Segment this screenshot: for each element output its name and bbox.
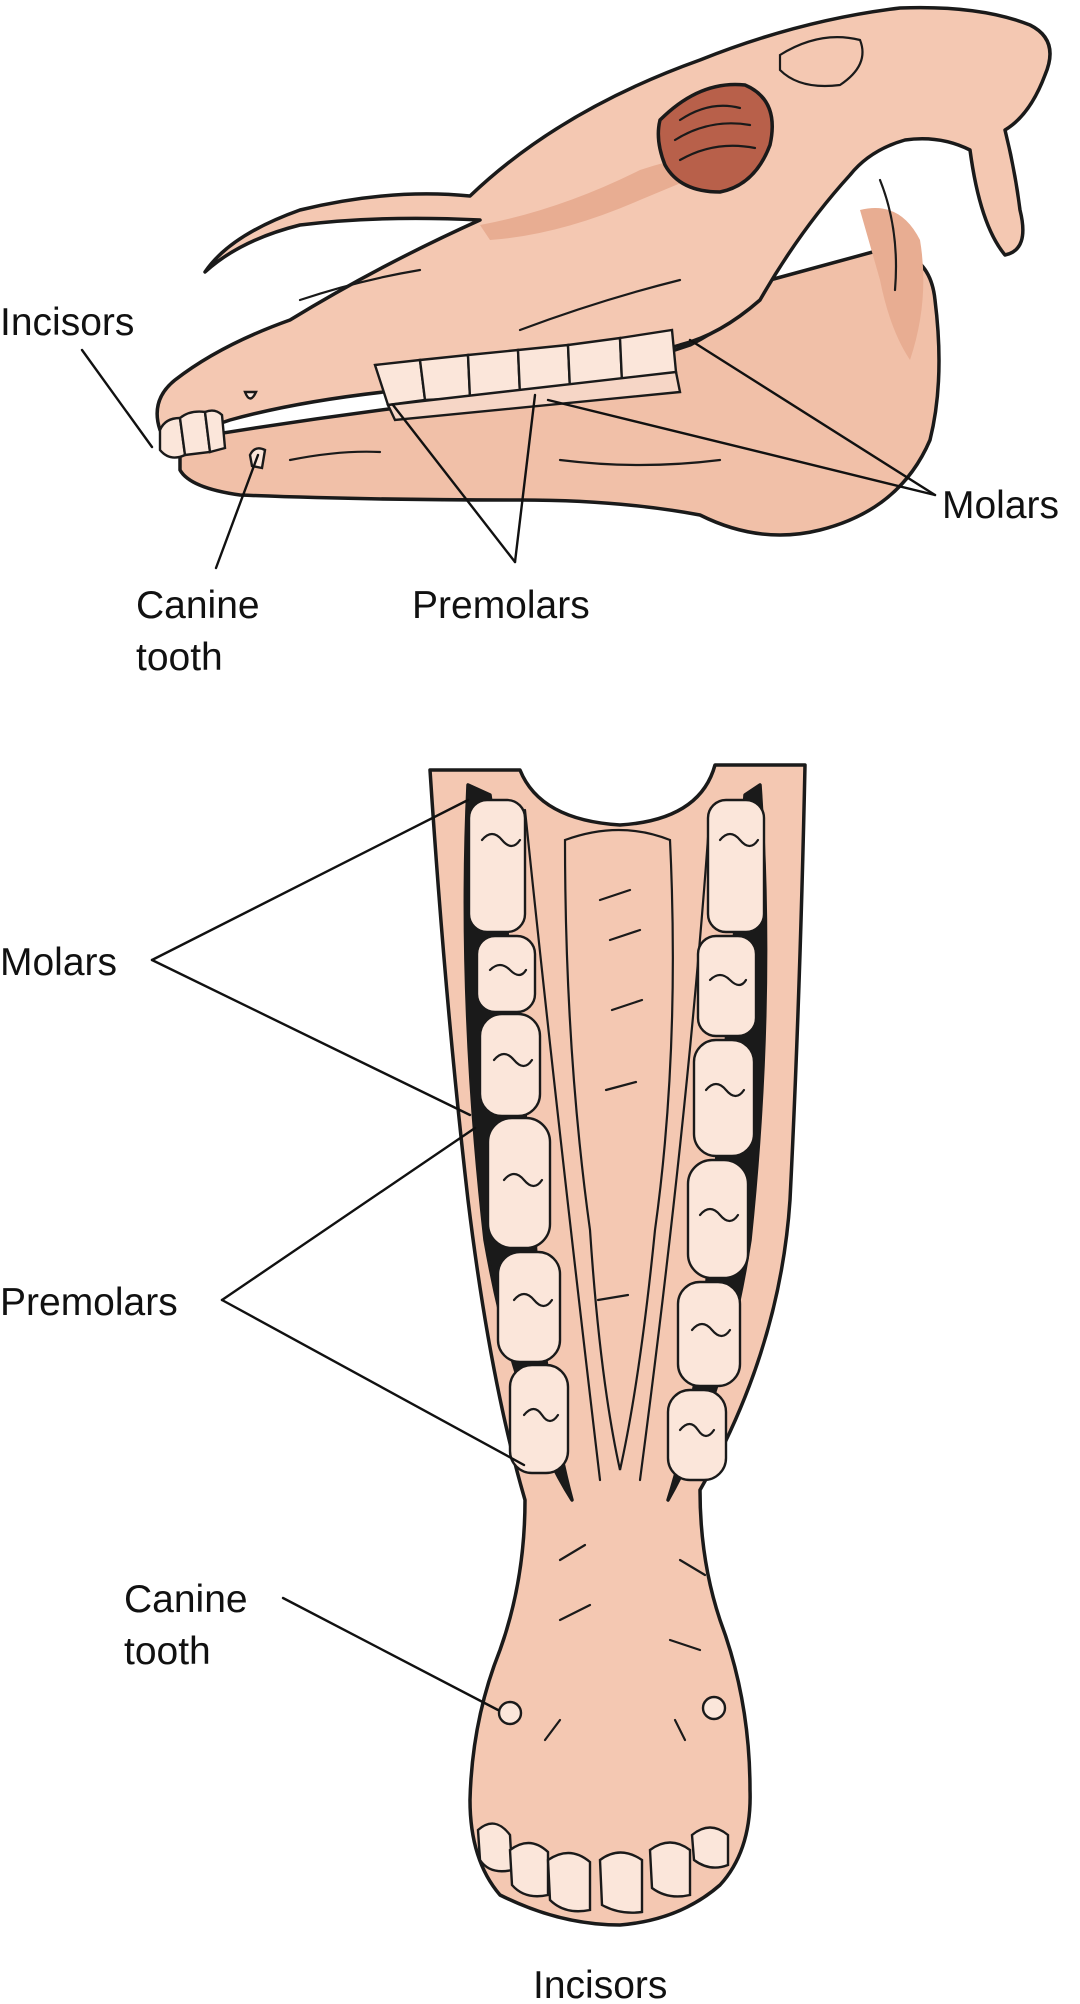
- label-canine-lateral-line2: tooth: [136, 636, 223, 679]
- leader-incisors-lateral: [80, 348, 154, 449]
- leader-molars-ventral-a: [150, 798, 470, 962]
- cranium: [155, 5, 1052, 442]
- label-canine-ventral: Canine: [124, 1578, 248, 1621]
- label-incisors-ventral: Incisors: [533, 1964, 667, 2004]
- leader-canine-lateral: [214, 453, 260, 570]
- palate-midline: [563, 828, 674, 1471]
- left-cheek-teeth-ventral: [463, 783, 574, 1502]
- label-incisors-lateral: Incisors: [0, 301, 134, 344]
- leader-molars-lateral-b: [546, 398, 937, 497]
- label-molars-ventral: Molars: [0, 941, 117, 984]
- leader-molars-lateral-a: [688, 338, 937, 497]
- label-premolars-lateral: Premolars: [412, 584, 590, 627]
- label-canine-lateral: Canine: [136, 584, 260, 627]
- incisors-lateral: [158, 409, 227, 459]
- label-premolars-ventral: Premolars: [0, 1281, 178, 1324]
- incisors-ventral: [476, 1822, 730, 1914]
- eye-orbit: [656, 82, 774, 194]
- leader-premolars-ventral-a: [220, 1126, 477, 1302]
- leader-premolars-lateral-b: [513, 393, 537, 564]
- ventral-palate-view: Molars Premolars Canine tooth Incisors: [0, 763, 807, 2004]
- leader-premolars-ventral-b: [220, 1298, 526, 1467]
- lateral-skull-view: Incisors Canine tooth Premolars Molars: [0, 5, 1059, 679]
- label-canine-ventral-line2: tooth: [124, 1630, 211, 1673]
- leader-canine-ventral: [281, 1596, 500, 1712]
- label-molars-lateral: Molars: [942, 484, 1059, 527]
- upper-cheek-teeth-lateral: [373, 328, 682, 422]
- canine-tooth-right-ventral: [701, 1695, 727, 1721]
- canine-tooth-left-ventral: [497, 1700, 523, 1726]
- right-cheek-teeth-ventral: [666, 783, 768, 1502]
- leader-premolars-lateral-a: [391, 403, 517, 564]
- leader-molars-ventral-b: [150, 958, 472, 1117]
